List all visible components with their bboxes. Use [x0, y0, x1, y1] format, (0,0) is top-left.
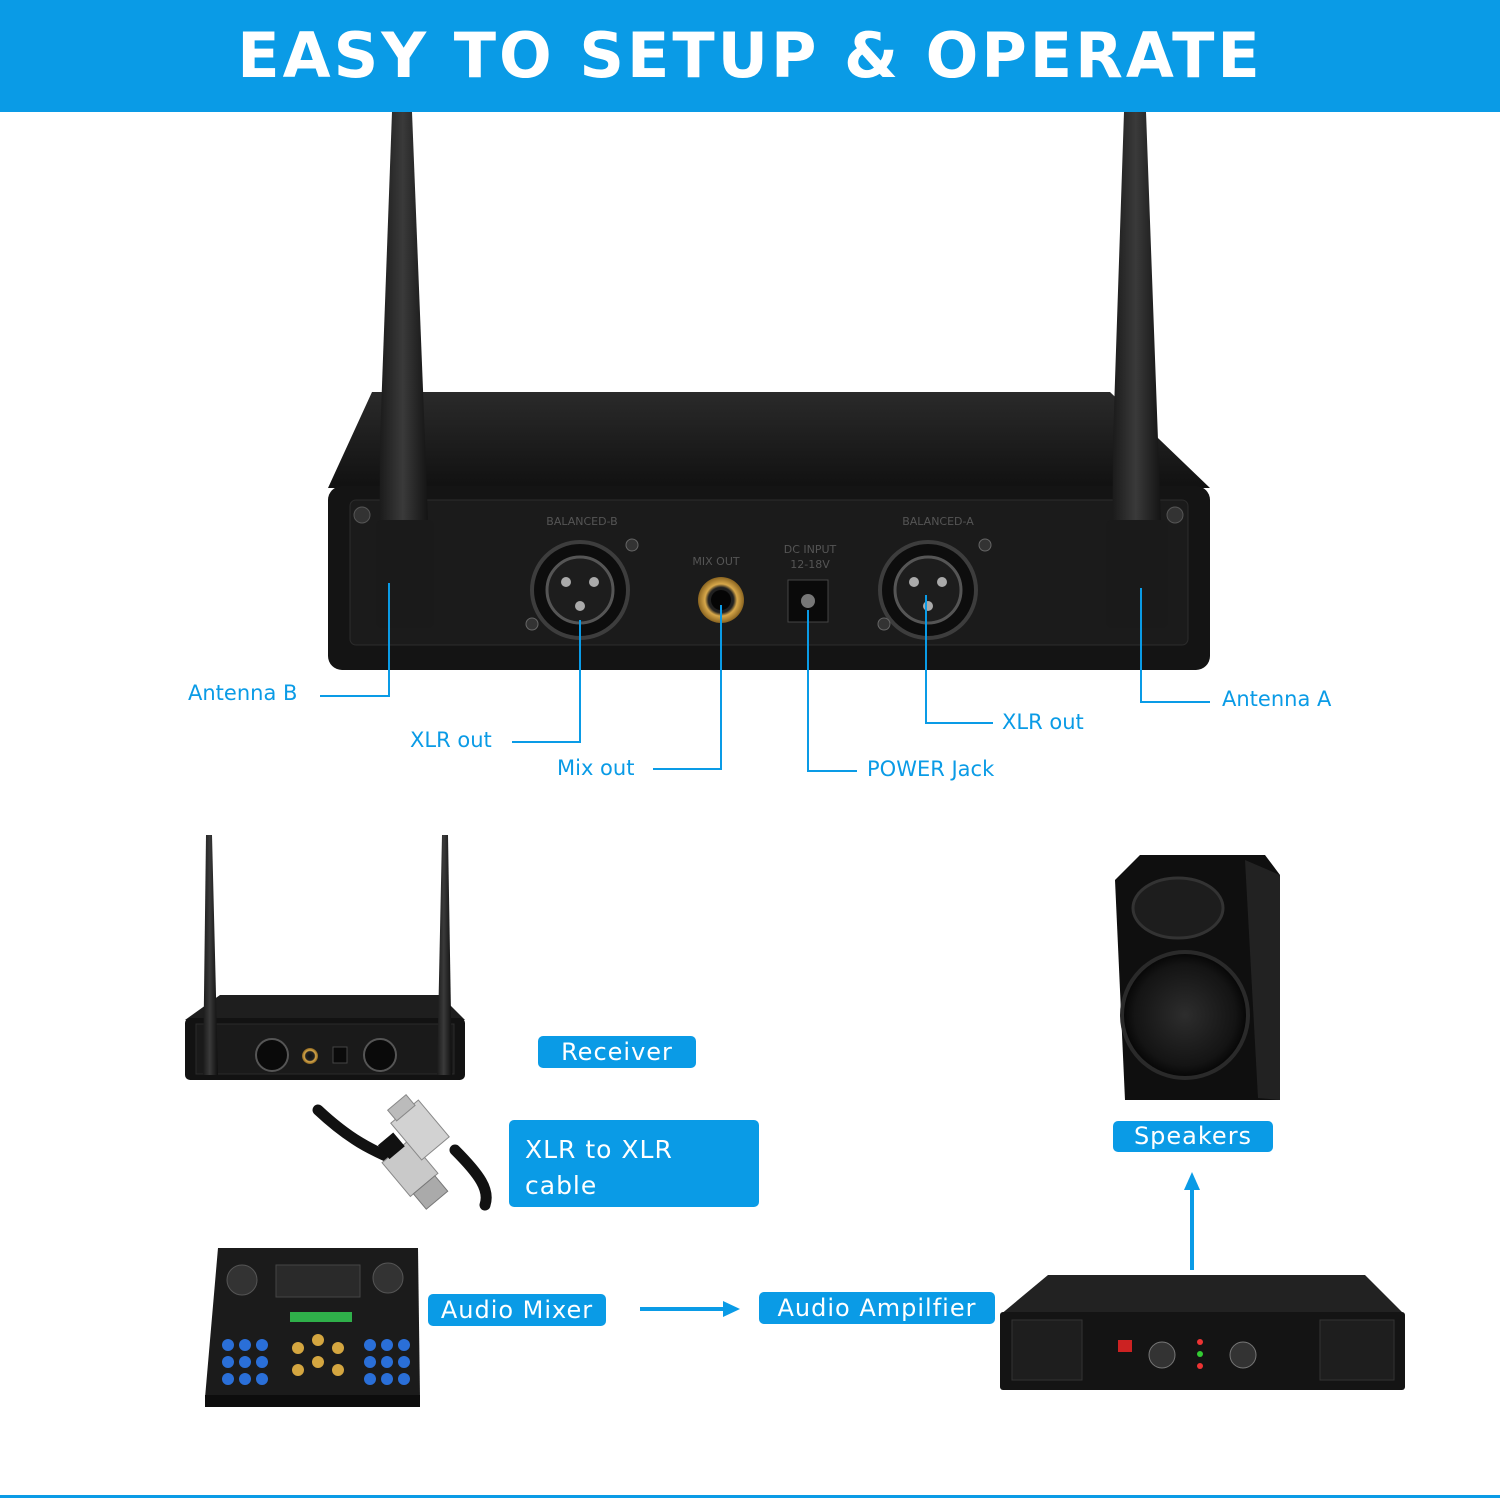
tag-xlr-cable-line2: (Not includde — [525, 1207, 706, 1236]
callout-mix-out: Mix out — [557, 756, 635, 780]
tag-xlr-cable: XLR to XLR cable (Not includde — [509, 1120, 759, 1236]
callout-power-jack: POWER Jack — [867, 757, 995, 781]
dc-power-jack — [787, 579, 829, 623]
page-title: EASY TO SETUP & OPERATE — [237, 19, 1263, 92]
header-banner — [0, 0, 1500, 112]
antenna-b — [376, 112, 434, 628]
xlr-cable — [312, 1094, 492, 1211]
tag-audio-amplifier: Audio Ampilfier — [759, 1292, 995, 1324]
callout-antenna-b: Antenna B — [188, 681, 298, 705]
flow-arrow-amplifier-to-speakers — [1184, 1172, 1200, 1270]
bottom-divider — [0, 1495, 1500, 1498]
tag-speakers: Speakers — [1113, 1121, 1273, 1152]
tag-xlr-cable-line1: XLR to XLR cable — [525, 1135, 673, 1200]
speaker-unit — [1115, 855, 1280, 1100]
flow-arrow-mixer-to-amplifier — [640, 1301, 740, 1317]
xlr-connector-a — [877, 538, 992, 640]
label-balanced-a: BALANCED-A — [902, 515, 974, 528]
label-dc-input: DC INPUT — [784, 543, 837, 556]
label-dc-voltage: 12-18V — [790, 558, 830, 571]
callout-antenna-a: Antenna A — [1222, 687, 1332, 711]
receiver-small — [185, 835, 465, 1080]
tag-audio-mixer: Audio Mixer — [428, 1294, 606, 1326]
receiver-large: BALANCED-B MIX OUT DC INPUT 12-18V BALAN… — [328, 112, 1210, 670]
tag-receiver: Receiver — [538, 1036, 696, 1068]
callout-xlr-out-b: XLR out — [410, 728, 492, 752]
antenna-a — [1106, 112, 1168, 628]
audio-amplifier-unit — [1000, 1275, 1405, 1390]
mix-out-jack — [698, 577, 744, 623]
audio-mixer — [205, 1248, 420, 1407]
label-mix-out: MIX OUT — [692, 555, 739, 568]
callout-lines — [320, 583, 1210, 772]
label-balanced-b: BALANCED-B — [546, 515, 617, 528]
callout-xlr-out-a: XLR out — [1002, 710, 1084, 734]
